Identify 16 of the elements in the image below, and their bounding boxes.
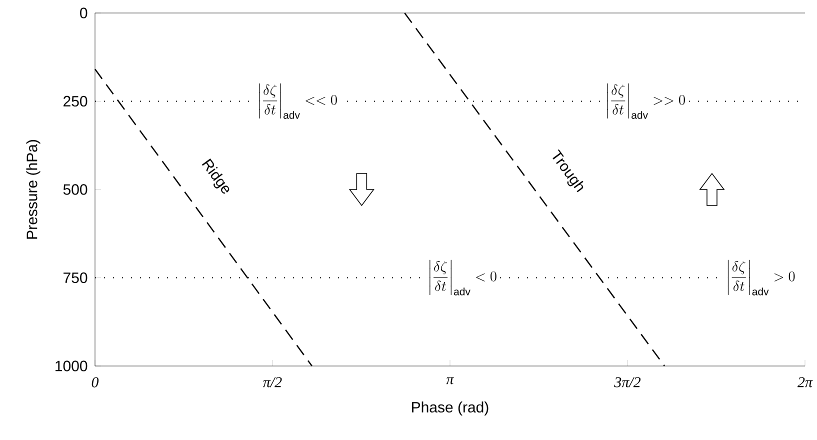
formula-label: $\left|\frac{\delta\zeta}{\delta t}\right|_{\mathrm{adv}} > 0$ [728, 260, 795, 296]
formula-label: $\left|\frac{\delta\zeta}{\delta t}\right|_{\mathrm{adv}} << 0$ [259, 83, 337, 119]
y-tick-label: 750 [64, 272, 88, 284]
x-tick-label: 3π/2 [614, 377, 641, 388]
formula-label: $\left|\frac{\delta\zeta}{\delta t}\right|_{\mathrm{adv}} < 0$ [430, 260, 496, 296]
formula-label: $\left|\frac{\delta\zeta}{\delta t}\right|_{\mathrm{adv}} >> 0$ [607, 83, 685, 119]
y-tick-label: 250 [64, 96, 88, 107]
x-tick-label: π/2 [262, 377, 282, 388]
y-tick-label: 1000 [56, 360, 88, 372]
axis-title: Phase (rad) [412, 402, 488, 416]
x-tick-label: π [446, 377, 454, 384]
x-tick-label: 2π [797, 377, 813, 388]
x-tick-label: 0 [92, 377, 99, 388]
y-tick-label: 500 [63, 184, 88, 195]
y-tick-label: 0 [80, 8, 88, 18]
axis-title: Pressure (hPa) [26, 140, 40, 239]
